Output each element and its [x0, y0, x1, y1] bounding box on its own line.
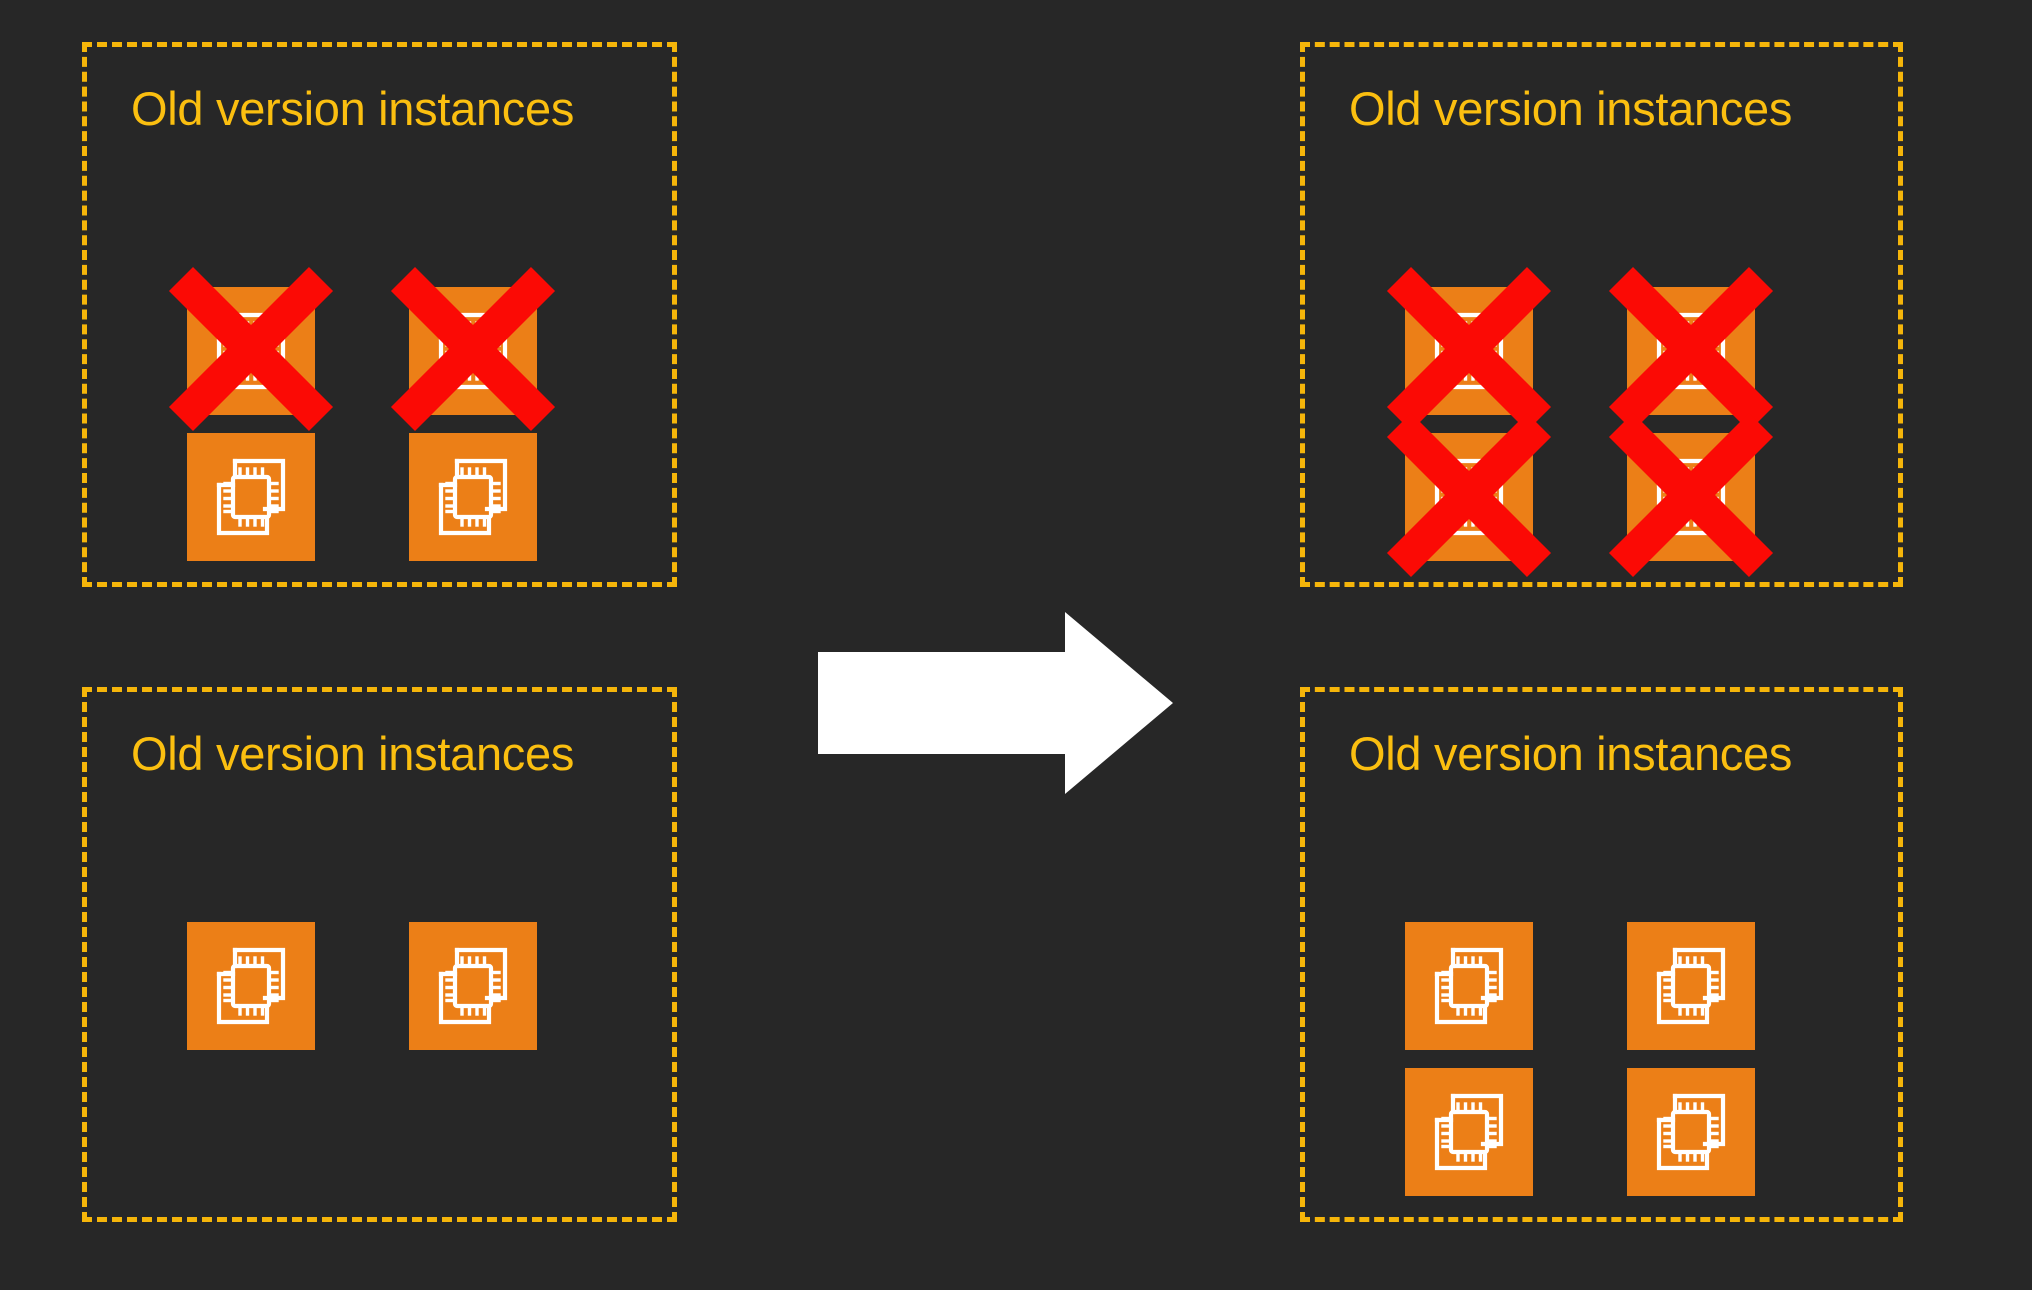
ec2-instance-icon	[409, 922, 537, 1050]
instance-cell	[1627, 922, 1755, 1050]
instance-grid-after-bottom	[1405, 922, 1755, 1196]
instance-cell	[1608, 412, 1774, 578]
instance-cell	[1405, 1068, 1533, 1196]
instance-cell	[409, 922, 537, 1050]
group-box-after-bottom: Old version instances	[1300, 687, 1903, 1222]
instance-grid-before-top	[168, 266, 556, 561]
group-box-before-bottom: Old version instances	[82, 687, 677, 1222]
ec2-instance-icon	[1627, 922, 1755, 1050]
group-title-before-top: Old version instances	[131, 82, 575, 135]
instance-grid-after-top	[1386, 266, 1774, 578]
ec2-instance-icon	[409, 287, 537, 415]
ec2-instance-icon	[409, 433, 537, 561]
right-arrow-icon	[818, 612, 1173, 794]
ec2-instance-icon	[1627, 287, 1755, 415]
ec2-instance-icon	[1405, 433, 1533, 561]
instance-grid-before-bottom	[187, 922, 537, 1050]
instance-cell	[168, 266, 334, 432]
ec2-instance-icon	[187, 433, 315, 561]
instance-cell	[187, 922, 315, 1050]
ec2-instance-icon	[1405, 1068, 1533, 1196]
ec2-instance-icon	[1627, 433, 1755, 561]
ec2-instance-icon	[187, 922, 315, 1050]
instance-cell	[390, 266, 556, 432]
ec2-instance-icon	[1405, 922, 1533, 1050]
ec2-instance-icon	[1627, 1068, 1755, 1196]
group-box-after-top: Old version instances	[1300, 42, 1903, 587]
instance-cell	[1608, 266, 1774, 432]
instance-cell	[1386, 266, 1552, 432]
group-title-after-bottom: Old version instances	[1349, 727, 1793, 780]
group-box-before-top: Old version instances	[82, 42, 677, 587]
instance-cell	[1405, 922, 1533, 1050]
group-title-after-top: Old version instances	[1349, 82, 1793, 135]
ec2-instance-icon	[187, 287, 315, 415]
instance-cell	[1386, 412, 1552, 578]
group-title-before-bottom: Old version instances	[131, 727, 575, 780]
instance-cell	[1627, 1068, 1755, 1196]
ec2-instance-icon	[1405, 287, 1533, 415]
instance-cell	[409, 433, 537, 561]
instance-cell	[187, 433, 315, 561]
